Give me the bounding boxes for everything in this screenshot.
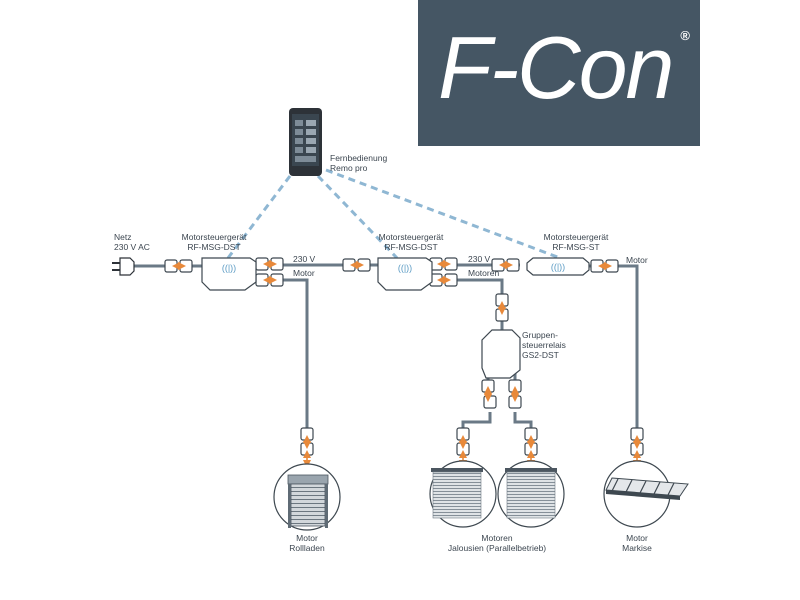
connector [483,395,497,409]
controller-unit-1: ((|)) [201,257,257,291]
connector [164,259,178,273]
motor-3-label: Motor Markise [622,533,652,553]
cable-label-motor-3: Motor [626,255,648,265]
controller-unit-2: ((|)) [377,257,433,291]
venetian-blind-icon [431,468,483,519]
controller-2-line1: Motorsteuergerät [378,232,444,242]
cable-label-motors-2: Motoren [468,268,500,278]
registered-mark: ® [680,28,690,43]
power-plug-icon [112,257,135,276]
relay-label-line3: GS2-DST [522,350,559,360]
controller-2-label: Motorsteuergerät RF-MSG-DST [379,232,444,252]
motor-3-line1: Motor [626,533,648,543]
motor-1-line2: Rollladen [289,543,325,553]
relay-label: Gruppen- steuerrelais GS2-DST [522,330,566,360]
motor-jalousie-right [497,460,565,528]
logo-wordmark: F-Con [438,18,674,117]
radio-link-3 [325,168,561,260]
controller-1-label: Motorsteuergerät RF-MSG-DST [182,232,247,252]
motor-3-line2: Markise [622,543,652,553]
awning-icon [605,477,689,500]
power-label-line2: 230 V AC [114,242,150,252]
connector [630,427,644,441]
connector [255,257,269,271]
motor-2-label: Motoren Jalousien (Parallelbetrieb) [448,533,546,553]
connector [255,273,269,287]
f-con-logo: F-Con ® [418,0,700,146]
controller-3-line1: Motorsteuergerät [543,232,609,242]
motor-rollladen [273,463,341,531]
radio-link-2 [316,174,399,260]
motor-markise [603,460,689,528]
radio-link-1 [226,175,292,259]
controller-3-line2: RF-MSG-ST [552,242,600,252]
connector [342,258,356,272]
cable-label-230v-1: 230 V [293,254,316,264]
remote-control-icon [289,108,322,176]
group-relay-unit [481,329,521,379]
connector [590,259,604,273]
power-label: Netz 230 V AC [114,232,150,252]
controller-1-line2: RF-MSG-DST [187,242,241,252]
motor-2-line1: Motoren [481,533,513,543]
controller-2-line2: RF-MSG-DST [384,242,438,252]
motor-2-line2: Jalousien (Parallelbetrieb) [447,543,547,553]
remote-label: Fernbedienung Remo pro [330,153,387,173]
relay-label-line1: Gruppen- [522,330,558,340]
roller-shutter-icon [287,474,329,528]
radio-wave-icon: ((|)) [551,262,565,272]
venetian-blind-icon [505,468,557,519]
connector [495,293,509,307]
remote-label-line2: Remo pro [330,163,368,173]
connector [524,427,538,441]
connector [456,427,470,441]
power-label-line1: Netz [114,232,132,242]
motor-jalousie-left [429,460,497,528]
radio-wave-icon: ((|)) [398,263,412,273]
controller-1-line1: Motorsteuergerät [181,232,247,242]
connector [300,427,314,441]
relay-label-line2: steuerrelais [522,340,566,350]
controller-unit-3: ((|)) [526,257,590,276]
controller-3-label: Motorsteuergerät RF-MSG-ST [544,232,609,252]
motor-1-label: Motor Rollladen [289,533,324,553]
plug-arrows [172,260,641,468]
cable-label-motor-1: Motor [293,268,315,278]
motor-1-line1: Motor [296,533,318,543]
cable-motor-1 [265,278,309,445]
radio-wave-icon: ((|)) [222,263,236,273]
cable-label-230v-2: 230 V [468,254,491,264]
cable-motor-3 [585,264,639,445]
remote-label-line1: Fernbedienung [330,153,388,163]
radio-links [226,168,561,260]
